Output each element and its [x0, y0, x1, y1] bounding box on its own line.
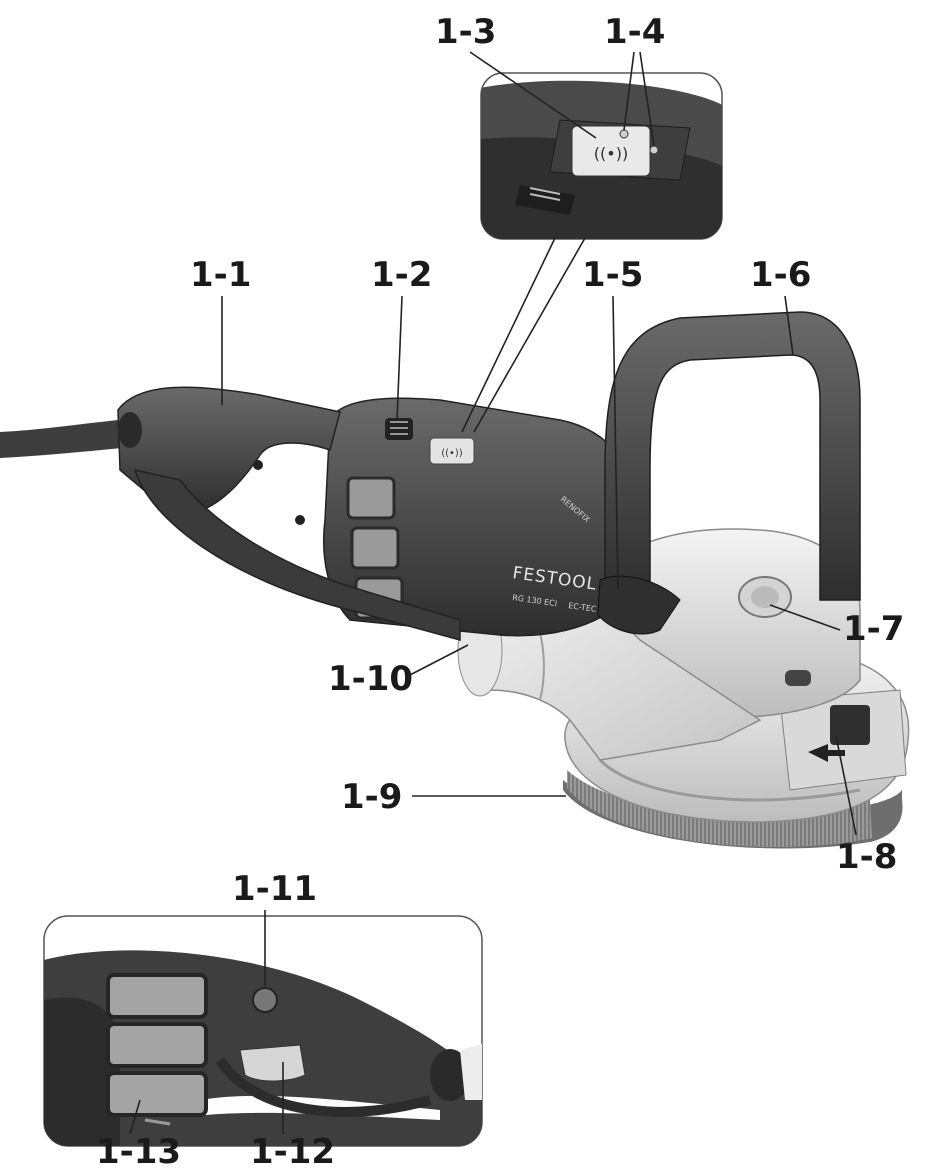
inset-top: ((•)): [480, 72, 723, 240]
handle-loop: [133, 468, 461, 641]
leader-1-4b: [639, 51, 655, 147]
svg-text:((•)): ((•)): [594, 144, 628, 163]
trigger-switch: [239, 1044, 306, 1082]
label-1-11: 1-11: [232, 869, 317, 909]
lock-on-button: [252, 987, 278, 1013]
vent-2: [350, 526, 400, 570]
vent-1: [346, 476, 396, 520]
led-indicator-right: [649, 145, 659, 155]
label-1-4: 1-4: [604, 12, 665, 52]
bluetooth-button-small: [429, 437, 475, 465]
label-1-10: 1-10: [328, 659, 413, 699]
svg-text:((•)): ((•)): [441, 448, 463, 459]
leader-1-8: [835, 735, 857, 836]
segment-latch: [830, 705, 870, 745]
label-1-6: 1-6: [750, 255, 811, 295]
label-1-9: 1-9: [341, 777, 402, 817]
inset-bottom: [43, 915, 483, 1147]
brush-ring: [563, 770, 903, 849]
leader-1-2: [396, 295, 403, 421]
leader-1-4a: [623, 51, 635, 131]
rating-text: EC-TEC: [568, 601, 598, 614]
power-cord: [0, 420, 122, 458]
label-1-7: 1-7: [843, 609, 904, 649]
leader-1-10: [407, 644, 469, 677]
leader-1-6: [784, 295, 794, 356]
leader-1-7: [769, 604, 841, 631]
label-1-12: 1-12: [250, 1132, 335, 1171]
label-1-3: 1-3: [435, 12, 496, 52]
grinder-illustration: ((•)) FESTOOL RG 130 ECI EC-TEC RENOFIX: [0, 311, 910, 849]
bow-handle: [604, 311, 861, 601]
inset-vent-2: [106, 1022, 208, 1068]
label-1-1: 1-1: [190, 255, 251, 295]
label-1-8: 1-8: [836, 837, 897, 877]
led-indicator-left: [619, 129, 629, 139]
leader-1-5: [612, 295, 619, 591]
label-1-13: 1-13: [96, 1132, 181, 1171]
label-1-5: 1-5: [582, 255, 643, 295]
label-1-2: 1-2: [371, 255, 432, 295]
inset-vent-3: [106, 1071, 208, 1117]
leader-1-13: [129, 1099, 141, 1135]
bow-handle-joint: [597, 575, 681, 635]
inset-vent-1: [106, 973, 208, 1019]
leader-1-3: [469, 51, 597, 139]
